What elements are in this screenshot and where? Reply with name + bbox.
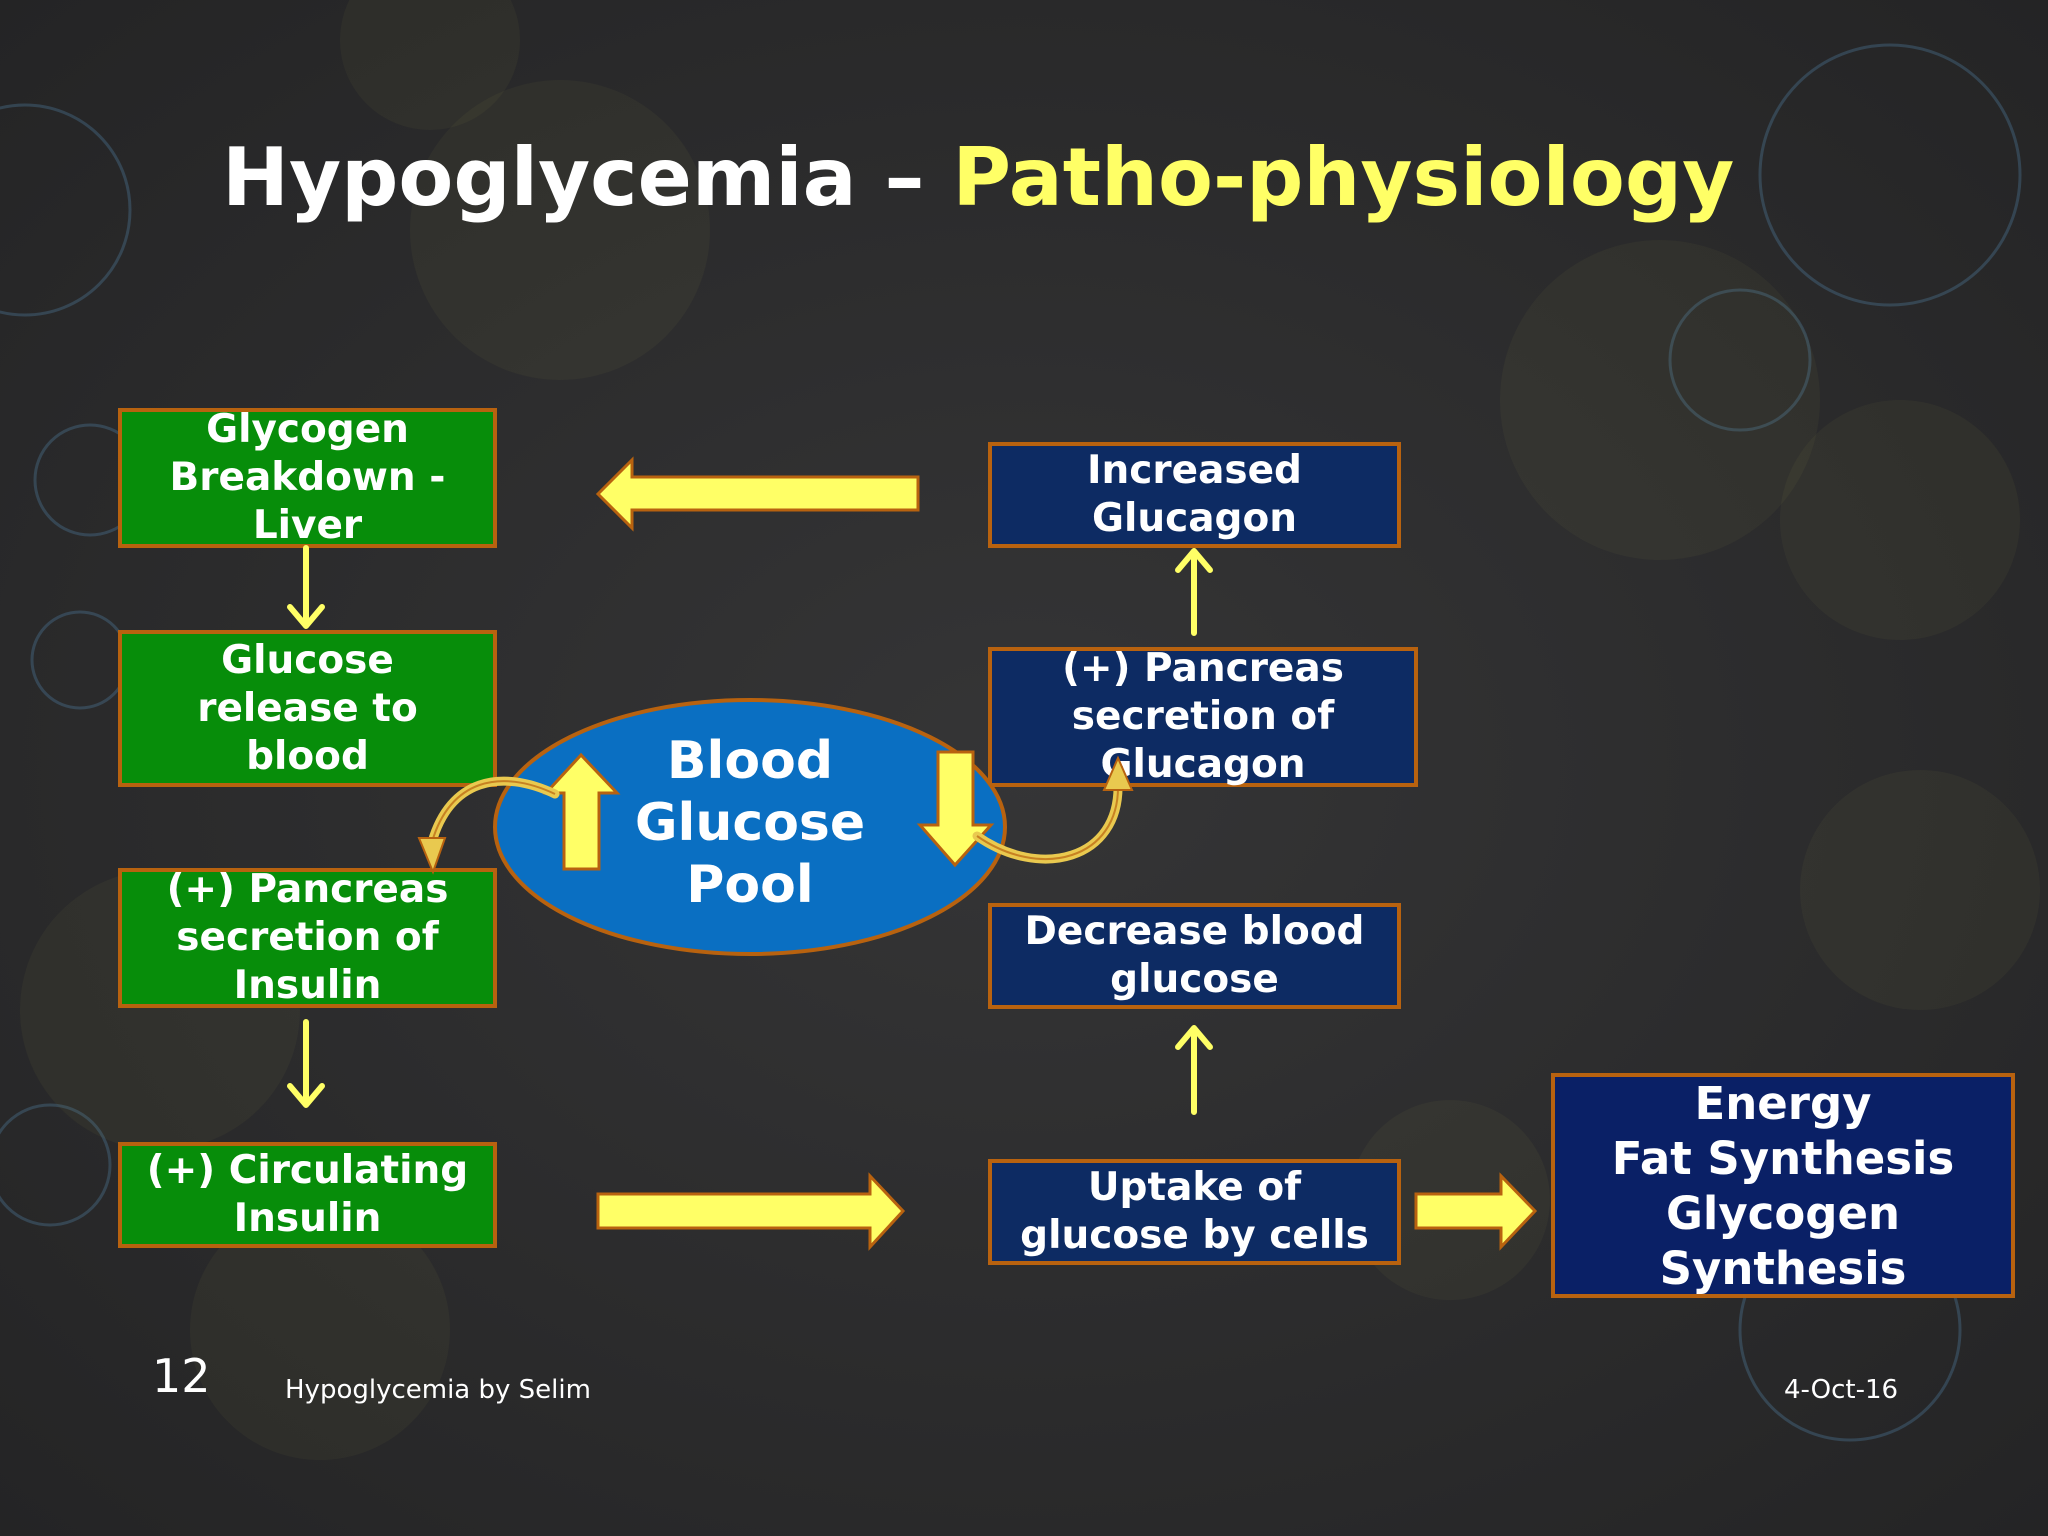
box-insulin-secretion: (+) Pancreas secretion of Insulin — [118, 867, 497, 1008]
box-glucagon-secretion: (+) Pancreas secretion of Glucagon — [988, 646, 1418, 787]
curved-arrow-right — [976, 783, 1120, 860]
arrow-insulin-to-uptake — [596, 1172, 906, 1251]
footer-text: Hypoglycemia by Selim — [285, 1375, 591, 1405]
blood-glucose-pool — [493, 698, 1007, 956]
arrow-uptake-to-energy — [1414, 1172, 1538, 1251]
box-increased-glucagon: Increased Glucagon — [988, 442, 1401, 548]
box-energy-outcome: Energy Fat Synthesis Glycogen Synthesis — [1551, 1073, 2015, 1298]
arrow-glucagon-secretion-up — [1175, 548, 1213, 636]
pool-label: Blood Glucose Pool — [634, 731, 866, 915]
title-accent: Patho-physiology — [952, 131, 1735, 224]
arrow-uptake-to-decrease — [1175, 1025, 1213, 1115]
curved-arrow-left-head — [417, 837, 447, 875]
arrow-glycogen-to-release — [287, 545, 325, 629]
arrow-pool-up — [542, 752, 621, 871]
box-circulating-insulin: (+) Circulating Insulin — [118, 1142, 497, 1248]
box-decrease-blood-glucose: Decrease blood glucose — [988, 903, 1401, 1009]
curved-arrow-left — [431, 780, 556, 843]
box-glycogen-breakdown: Glycogen Breakdown - Liver — [118, 407, 497, 548]
footer-date: 4-Oct-16 — [1784, 1375, 1899, 1405]
box-glucose-release: Glucose release to blood — [118, 630, 497, 787]
title-main: Hypoglycemia – — [222, 131, 953, 224]
arrow-insulin-secretion-to-circulating — [287, 1019, 325, 1108]
curved-arrow-right-head — [1102, 755, 1134, 791]
slide-title: Hypoglycemia – Patho-physiology — [222, 128, 1734, 228]
page-number: 12 — [152, 1349, 211, 1403]
box-glucose-uptake: Uptake of glucose by cells — [988, 1159, 1401, 1265]
arrow-glucagon-to-glycogen — [595, 456, 920, 532]
